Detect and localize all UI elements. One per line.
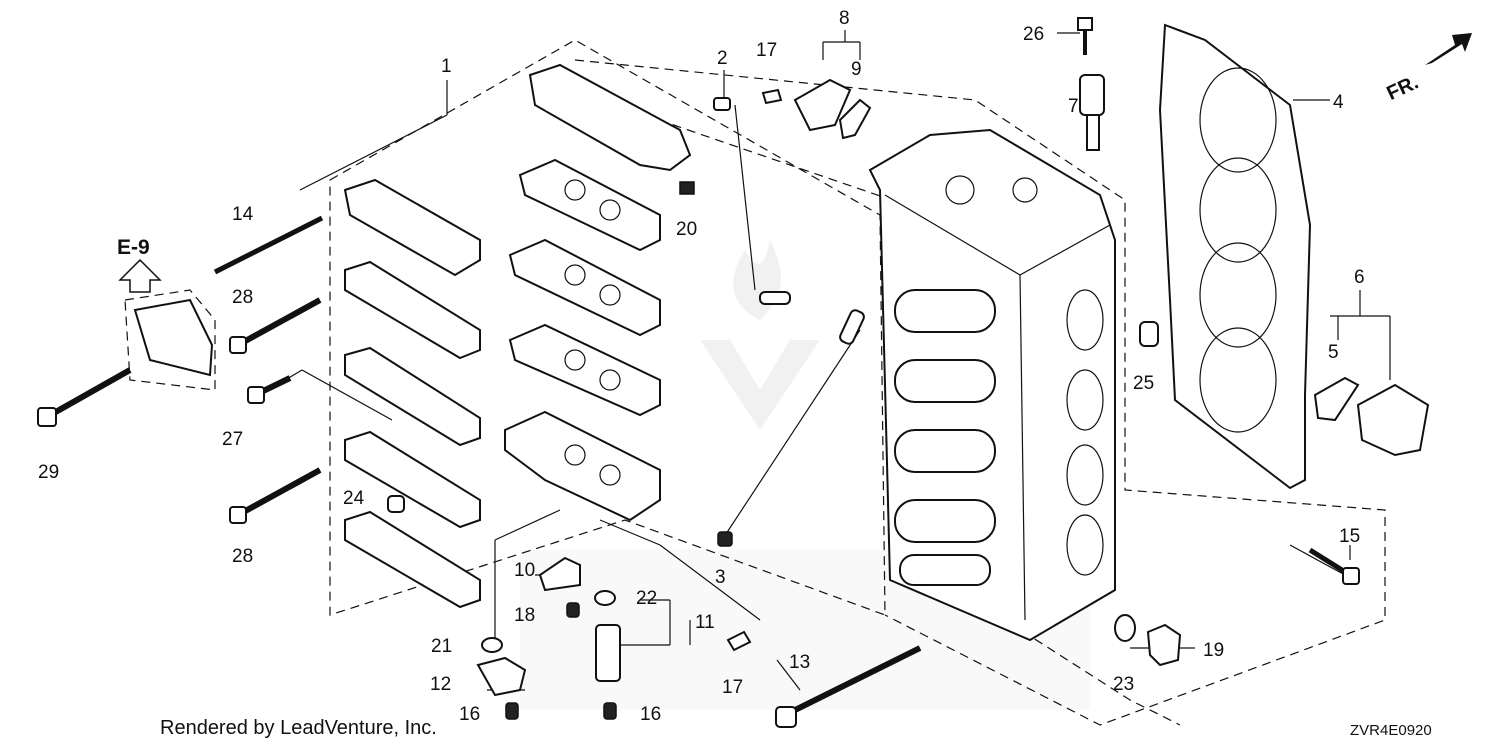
callout-8: 8 [839,8,850,29]
callout-6: 6 [1354,267,1365,288]
callout-1: 1 [441,56,452,77]
callout-2: 2 [717,48,728,69]
callout-23: 23 [1113,674,1134,695]
callout-5: 5 [1328,342,1339,363]
callout-22: 22 [636,588,657,609]
callout-11: 11 [695,612,715,633]
cylinder-head [868,128,1116,642]
callout-labels: 1 2 3 4 5 6 7 8 9 10 11 12 13 14 15 16 1… [38,8,1422,725]
rocker-holders [343,178,481,609]
callout-28-top: 28 [232,287,253,308]
small-parts [37,17,1430,728]
callout-18: 18 [514,605,535,626]
callout-15: 15 [1339,526,1360,547]
callout-28-bottom: 28 [232,546,253,567]
callout-14: 14 [232,204,254,225]
callout-16-left: 16 [459,704,480,725]
callout-20: 20 [676,219,697,240]
callout-9: 9 [851,59,862,80]
diagram-code: ZVR4E0920 [1350,722,1432,739]
head-gasket [1158,23,1312,490]
callout-16-right: 16 [640,704,661,725]
callout-21: 21 [431,636,452,657]
front-direction-arrow [1425,33,1472,65]
callout-25: 25 [1133,373,1154,394]
reference-arrow [118,258,162,293]
leader-lines [259,30,1391,691]
callout-29: 29 [38,462,59,483]
callout-27: 27 [222,429,243,450]
callout-24: 24 [343,488,365,509]
callout-7: 7 [1068,96,1079,117]
callout-4: 4 [1333,92,1344,113]
callout-17-top: 17 [756,40,777,61]
callout-12: 12 [430,674,451,695]
footer-credit: Rendered by LeadVenture, Inc. [160,717,437,739]
callout-19: 19 [1203,640,1224,661]
front-direction-label: FR. [1383,71,1421,105]
callout-3: 3 [715,567,726,588]
callout-10: 10 [514,560,535,581]
callout-13: 13 [789,652,810,673]
reference-label: E-9 [117,236,150,259]
camshaft-holders [504,63,692,522]
callout-17-bottom: 17 [722,677,743,698]
callout-26: 26 [1023,24,1044,45]
